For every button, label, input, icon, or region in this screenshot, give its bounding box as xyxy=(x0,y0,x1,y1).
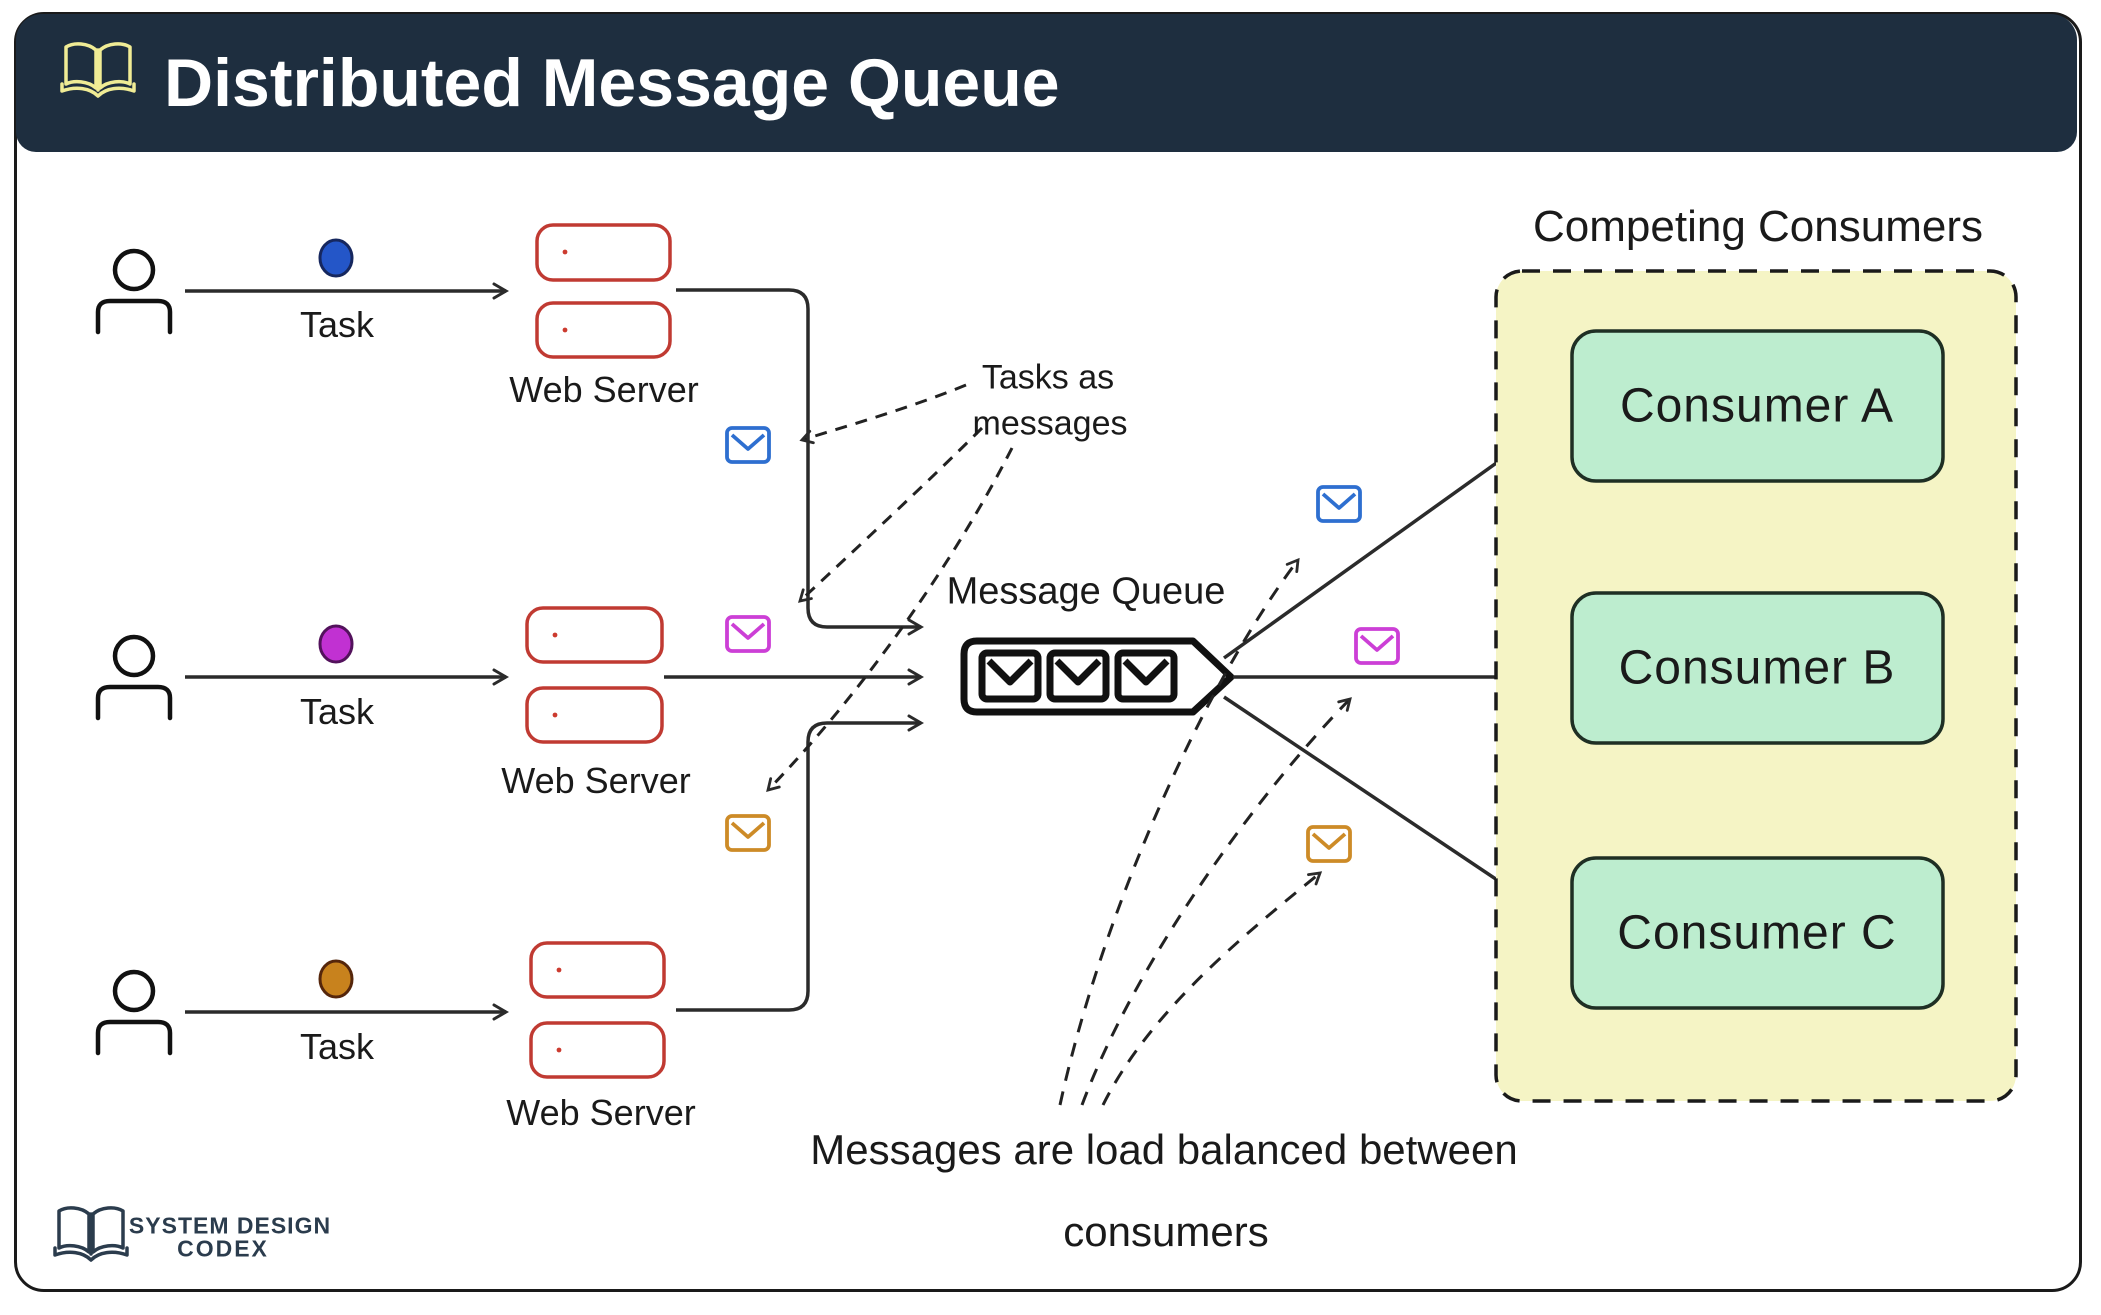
user-icon xyxy=(95,634,173,721)
tasks-as-messages-note-line2: messages xyxy=(972,404,1128,443)
tasks-as-messages-arrows xyxy=(766,383,1014,792)
user-icon xyxy=(95,969,173,1056)
consumer-c-label: Consumer C xyxy=(1617,906,1897,960)
load-balance-note-line2: consumers xyxy=(1063,1208,1269,1255)
user-icon xyxy=(95,248,173,335)
open-book-icon xyxy=(60,42,136,98)
server-to-queue-connector xyxy=(664,288,924,1012)
web-server-label: Web Server xyxy=(509,369,699,410)
envelope-icon-magenta xyxy=(725,615,771,653)
logo-text-line1: SYSTEM DESIGN xyxy=(128,1212,332,1239)
task-label: Task xyxy=(299,1026,375,1067)
web-server-boxes xyxy=(525,223,672,1079)
consumer-b-box xyxy=(1570,591,1945,745)
load-balance-arrows xyxy=(1058,557,1352,1106)
consumer-a-label: Consumer A xyxy=(1619,379,1895,433)
task-label: Task xyxy=(299,691,375,732)
envelope-icon-blue xyxy=(1316,485,1362,523)
competing-consumers-title: Competing Consumers xyxy=(1533,202,1983,251)
message-queue-icon xyxy=(960,637,1235,716)
web-server-label: Web Server xyxy=(501,760,691,801)
message-queue-label: Message Queue xyxy=(946,570,1226,613)
web-server-label: Web Server xyxy=(506,1092,696,1133)
task-arrow xyxy=(185,282,509,1021)
logo-book-icon xyxy=(53,1206,129,1262)
task-dot-blue xyxy=(318,238,354,278)
queue-to-consumer-arrow xyxy=(1222,424,1551,916)
server-indicator-dot xyxy=(552,249,568,1053)
logo-text-line2: CODEX xyxy=(177,1235,269,1262)
consumer-a-box xyxy=(1570,329,1945,483)
consumer-b-label: Consumer B xyxy=(1618,641,1896,695)
task-label: Task xyxy=(299,304,375,345)
envelope-icon-orange xyxy=(725,814,771,852)
envelope-icon-orange xyxy=(1306,825,1352,863)
task-dot-magenta xyxy=(318,624,354,664)
task-dot-orange xyxy=(318,959,354,999)
consumer-c-box xyxy=(1570,856,1945,1010)
tasks-as-messages-note-line1: Tasks as xyxy=(981,358,1115,397)
envelope-icon-magenta xyxy=(1354,627,1400,665)
load-balance-note-line1: Messages are load balanced between xyxy=(810,1126,1518,1173)
page-title: Distributed Message Queue xyxy=(164,45,1060,121)
envelope-icon-blue xyxy=(725,426,771,464)
header-bar: Distributed Message Queue xyxy=(16,14,2077,152)
